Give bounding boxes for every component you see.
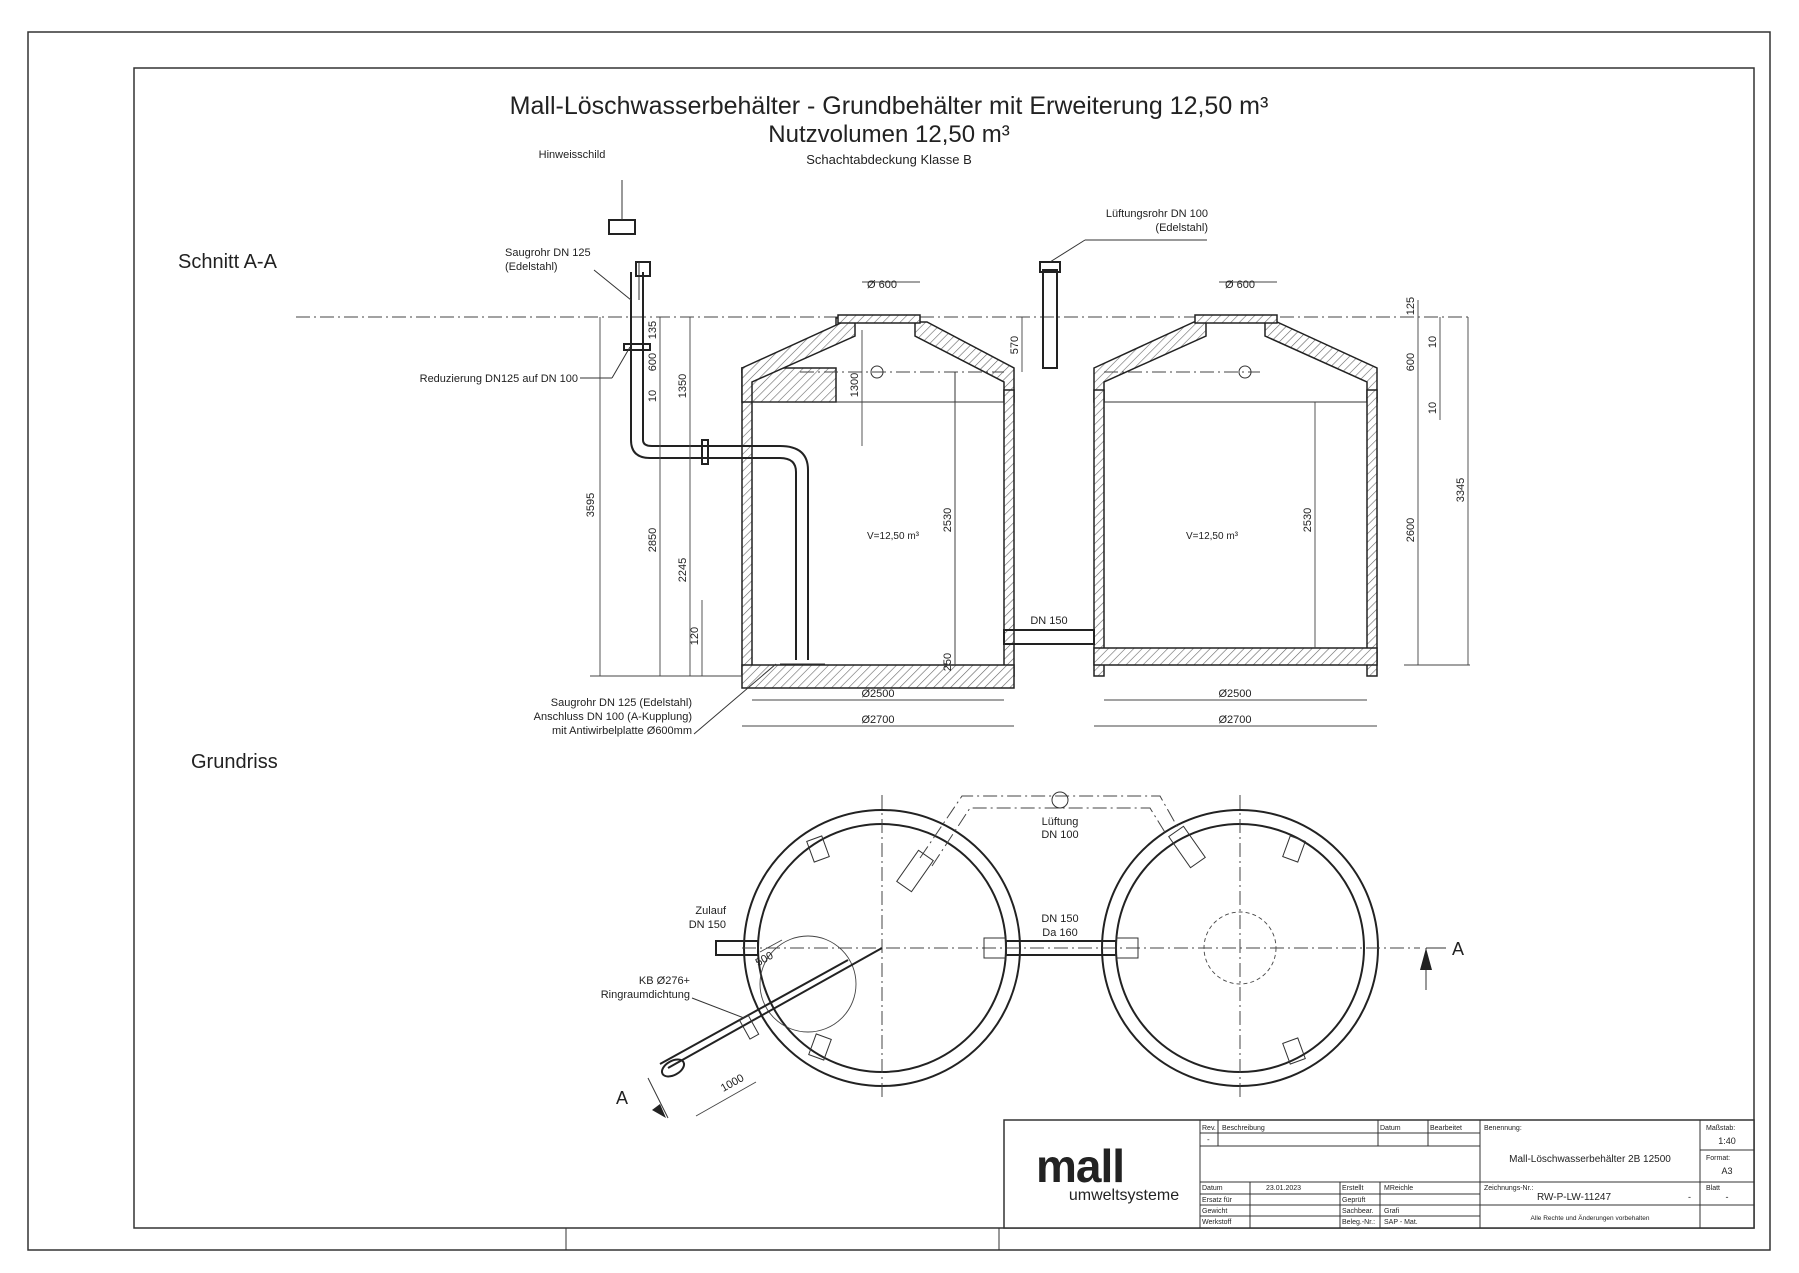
plan-inlet-1: Zulauf: [695, 905, 727, 917]
dim-w2700b: Ø2700: [1218, 714, 1251, 726]
dim-570: 570: [1009, 336, 1021, 354]
tb-blatt-h: Blatt: [1706, 1185, 1720, 1192]
dim-3595: 3595: [585, 493, 597, 517]
tb-bearbeitet-h: Bearbeitet: [1430, 1125, 1462, 1132]
dim-120: 120: [689, 627, 701, 645]
cut-marker-a-left: A: [616, 1088, 628, 1108]
dim-600b: 600: [1405, 353, 1417, 371]
dim-250: 250: [942, 653, 954, 671]
vent-callout-1: Lüftungsrohr DN 100: [1106, 208, 1208, 220]
dim-10b: 10: [1427, 336, 1439, 348]
dim-d600-right: Ø 600: [1225, 279, 1255, 291]
tb-ersatz: Ersatz für: [1202, 1197, 1233, 1204]
tb-datum-h: Datum: [1380, 1125, 1401, 1132]
tb-sap: SAP - Mat.: [1384, 1219, 1418, 1226]
dim-d600-left: Ø 600: [867, 279, 897, 291]
tb-erstellt-by: MReichle: [1384, 1185, 1413, 1192]
tb-rev-val: -: [1207, 1135, 1210, 1144]
tb-massstab-h: Maßstab:: [1706, 1125, 1735, 1132]
plan-kb-2: Ringraumdichtung: [601, 989, 690, 1001]
dim-1350: 1350: [677, 374, 689, 398]
suction-callout-2: (Edelstahl): [505, 261, 558, 273]
dim-2530b: 2530: [1302, 508, 1314, 532]
plan-dim-1000: 1000: [719, 1072, 746, 1094]
dim-135: 135: [647, 321, 659, 339]
dim-w2700a: Ø2700: [861, 714, 894, 726]
left-tank-section: [741, 314, 1015, 689]
tb-werkstoff: Werkstoff: [1202, 1219, 1231, 1226]
bottom-callout-3: mit Antiwirbelplatte Ø600mm: [552, 725, 692, 737]
tb-erstellt: Erstellt: [1342, 1185, 1363, 1192]
dim-3345: 3345: [1455, 478, 1467, 502]
tb-datum-val: 23.01.2023: [1266, 1185, 1301, 1192]
drawing-subtitle: Nutzvolumen 12,50 m³: [768, 121, 1009, 148]
plan-label: Grundriss: [191, 751, 278, 773]
tb-datum: Datum: [1202, 1185, 1223, 1192]
tb-beschreibung-h: Beschreibung: [1222, 1125, 1265, 1132]
tb-zeichnung-h: Zeichnungs-Nr.:: [1484, 1185, 1533, 1192]
vent-pipe-section: Lüftungsrohr DN 100 (Edelstahl): [1039, 208, 1208, 369]
dim-10c: 10: [1427, 402, 1439, 414]
section-dimensions: 3595 135 600 10 2850 1350 2245 120 1300 …: [585, 279, 1470, 727]
tb-format-h: Format:: [1706, 1155, 1730, 1162]
cut-marker-a-right: A: [1452, 939, 1464, 959]
plan-link-1: DN 150: [1041, 913, 1078, 925]
tb-zeichnung: RW-P-LW-11247: [1537, 1192, 1612, 1203]
logo-subtitle: umweltsysteme: [1069, 1187, 1179, 1204]
tb-sachbear: Sachbear.: [1342, 1208, 1374, 1215]
logo-mall: mall: [1036, 1140, 1124, 1192]
tb-rev-h: Rev.: [1202, 1125, 1216, 1132]
tb-gewicht: Gewicht: [1202, 1208, 1227, 1215]
section-label: Schnitt A-A: [178, 251, 278, 273]
tb-blatt-dash: -: [1688, 1192, 1691, 1202]
dim-2530a: 2530: [942, 508, 954, 532]
suction-pipe-section: [608, 180, 825, 665]
sign-callout: Hinweisschild: [539, 149, 606, 161]
inner-frame: [133, 67, 1755, 1229]
dim-10a: 10: [647, 390, 659, 402]
dim-125: 125: [1405, 297, 1417, 315]
plan-inlet-2: DN 150: [689, 919, 726, 931]
suction-callout-1: Saugrohr DN 125: [505, 247, 591, 259]
dim-2245: 2245: [677, 558, 689, 582]
dim-w2500b: Ø2500: [1218, 688, 1251, 700]
bottom-callout-1: Saugrohr DN 125 (Edelstahl): [551, 697, 692, 709]
tb-benennung-h: Benennung:: [1484, 1125, 1522, 1132]
dim-w2500a: Ø2500: [861, 688, 894, 700]
connecting-pipe-dn150: DN 150: [1003, 615, 1095, 645]
cover-class-note: Schachtabdeckung Klasse B: [806, 152, 972, 167]
pipe-dn150-label: DN 150: [1030, 615, 1067, 627]
tb-format: A3: [1721, 1166, 1732, 1176]
volume-right: V=12,50 m³: [1186, 531, 1239, 542]
volume-left: V=12,50 m³: [867, 531, 920, 542]
reduction-callout: Reduzierung DN125 auf DN 100: [420, 373, 578, 385]
drawing-title: Mall-Löschwasserbehälter - Grundbehälter…: [510, 92, 1269, 120]
bottom-callout-2: Anschluss DN 100 (A-Kupplung): [534, 711, 692, 723]
tb-geprueft: Geprüft: [1342, 1197, 1365, 1204]
tb-rights: Alle Rechte und Änderungen vorbehalten: [1531, 1214, 1650, 1222]
title-block: mall umweltsysteme Rev. Beschreibung Dat…: [1003, 1119, 1755, 1229]
dim-600a: 600: [647, 353, 659, 371]
plan-kb-1: KB Ø276+: [639, 975, 690, 987]
tb-massstab: 1:40: [1718, 1136, 1736, 1146]
plan-vent-2: DN 100: [1041, 829, 1078, 841]
plan-view: Lüftung DN 100 Zulauf DN 150 DN 150 Da 1…: [601, 791, 1464, 1119]
plan-link-2: Da 160: [1042, 927, 1077, 939]
plan-vent-1: Lüftung: [1042, 816, 1079, 828]
dim-1300: 1300: [849, 373, 861, 397]
right-tank-section: [1093, 314, 1378, 677]
tb-beleg: Beleg.-Nr.:: [1342, 1219, 1375, 1226]
vent-callout-2: (Edelstahl): [1155, 222, 1208, 234]
tb-benennung: Mall-Löschwasserbehälter 2B 12500: [1509, 1154, 1671, 1165]
dim-2600: 2600: [1405, 518, 1417, 542]
dim-2850: 2850: [647, 528, 659, 552]
tb-sachbear-val: Grafi: [1384, 1208, 1400, 1215]
tb-blatt-val: -: [1726, 1192, 1729, 1202]
